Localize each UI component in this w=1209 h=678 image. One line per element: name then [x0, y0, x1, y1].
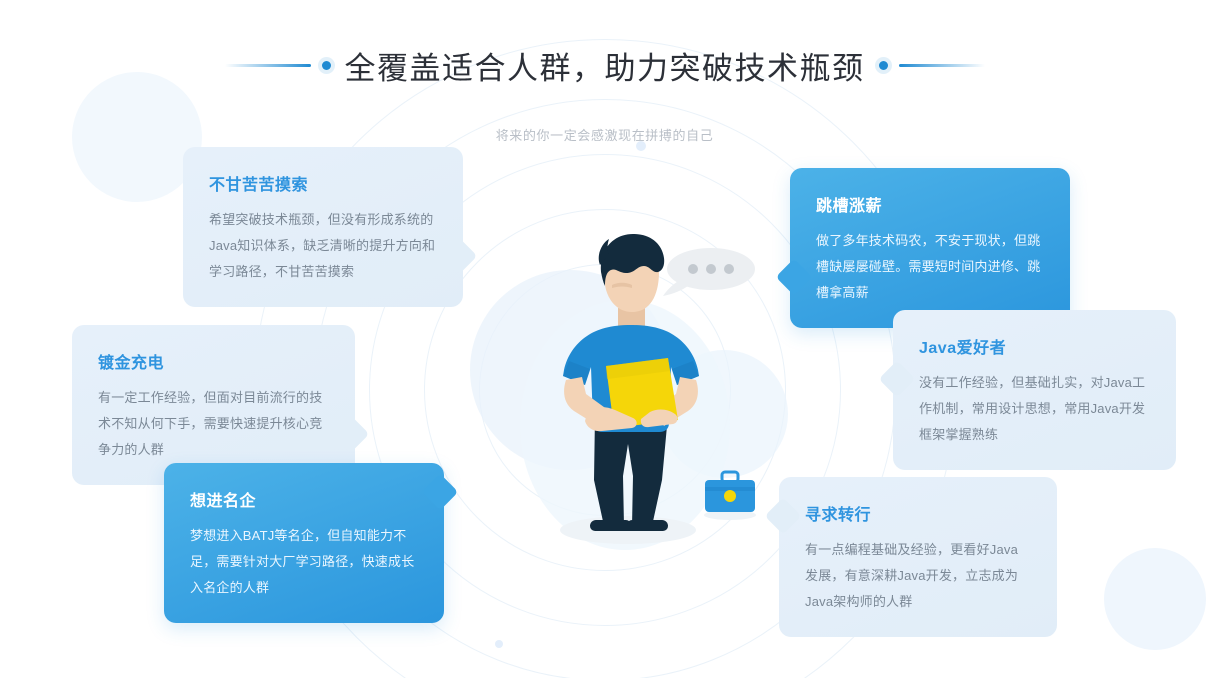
- card-title: 镀金充电: [98, 355, 165, 372]
- persona-card-tiaocaozhangxin[interactable]: 跳槽涨薪 做了多年技术码农，不安于现状，但跳槽缺屡屡碰壁。需要短时间内进修、跳槽…: [775, 168, 1070, 328]
- standing-person-holding-folder-illustration: [500, 230, 790, 560]
- card-title: 想进名企: [190, 493, 257, 510]
- card-body: 有一定工作经验，但面对目前流行的技术不知从何下手，需要快速提升核心竞争力的人群: [98, 390, 323, 457]
- card-body: 做了多年技术码农，不安于现状，但跳槽缺屡屡碰壁。需要短时间内进修、跳槽拿高薪: [816, 233, 1041, 300]
- card-tail: [421, 473, 459, 511]
- deco-dot: [321, 60, 331, 70]
- card-body: 有一点编程基础及经验，更看好Java发展，有意深耕Java开发，立志成为Java…: [805, 542, 1019, 609]
- card-body: 梦想进入BATJ等名企，但自知能力不足，需要针对大厂学习路径，快速成长入名企的人…: [190, 528, 415, 595]
- decorative-blob: [1104, 548, 1206, 650]
- speech-bubble-ellipsis-icon: [660, 246, 758, 298]
- card-tail: [332, 415, 370, 453]
- page-title: 全覆盖适合人群，助力突破技术瓶颈: [344, 50, 865, 86]
- persona-card-xunqiuzhuanhang[interactable]: 寻求转行 有一点编程基础及经验，更看好Java发展，有意深耕Java开发，立志成…: [764, 477, 1057, 637]
- persona-card-dujinchongdian[interactable]: 镀金充电 有一定工作经验，但面对目前流行的技术不知从何下手，需要快速提升核心竞争…: [72, 325, 370, 485]
- deco-line: [224, 63, 311, 67]
- dot-gradient-line-icon: [878, 60, 985, 70]
- card-body: 没有工作经验，但基础扎实，对Java工作机制，常用设计思想，常用Java开发框架…: [919, 375, 1146, 442]
- gradient-line-dot-icon: [224, 60, 331, 70]
- card-title: Java爱好者: [919, 340, 1007, 357]
- card-title: 寻求转行: [805, 507, 872, 524]
- briefcase-icon: [700, 468, 760, 522]
- card-title: 跳槽涨薪: [816, 198, 883, 215]
- card-body: 希望突破技术瓶颈，但没有形成系统的Java知识体系，缺乏清晰的提升方向和学习路径…: [209, 212, 436, 279]
- persona-card-java-aihaozhe[interactable]: Java爱好者 没有工作经验，但基础扎实，对Java工作机制，常用设计思想，常用…: [878, 310, 1176, 470]
- title-row: 全覆盖适合人群，助力突破技术瓶颈: [0, 22, 1209, 109]
- persona-card-xiangjinmingqi[interactable]: 想进名企 梦想进入BATJ等名企，但自知能力不足，需要针对大厂学习路径，快速成长…: [164, 463, 459, 623]
- card-tail: [878, 360, 916, 398]
- persona-card-bugankukumosuo[interactable]: 不甘苦苦摸索 希望突破技术瓶颈，但没有形成系统的Java知识体系，缺乏清晰的提升…: [183, 147, 478, 307]
- ring-dot: [495, 640, 503, 648]
- card-tail: [440, 237, 478, 275]
- deco-dot: [878, 60, 888, 70]
- header: 全覆盖适合人群，助力突破技术瓶颈 将来的你一定会感激现在拼搏的自己: [0, 0, 1209, 144]
- page-subtitle: 将来的你一定会感激现在拼搏的自己: [495, 127, 714, 143]
- card-title: 不甘苦苦摸索: [209, 177, 309, 194]
- deco-line: [898, 63, 985, 67]
